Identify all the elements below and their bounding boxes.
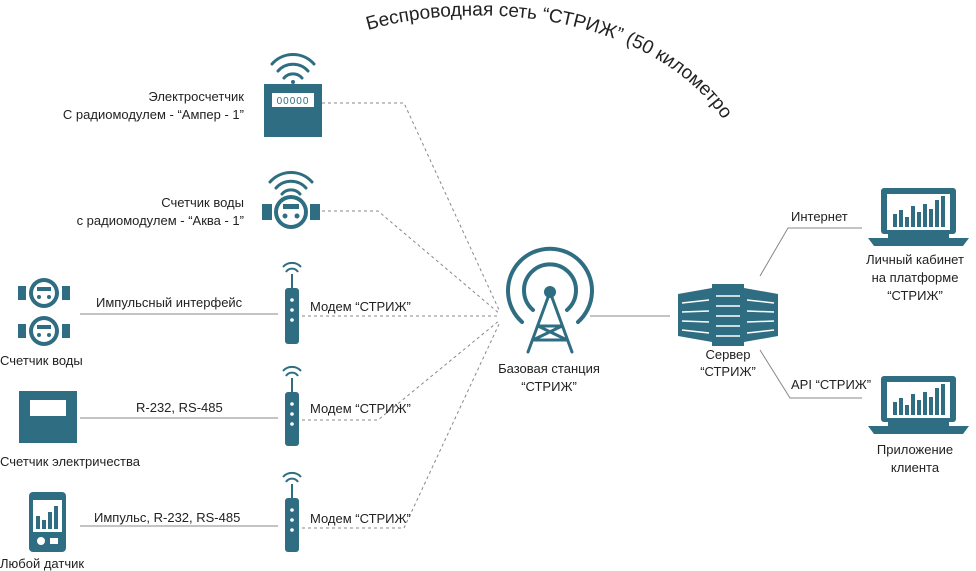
modem-label: Модем “СТРИЖ”: [310, 511, 411, 526]
connections: [80, 102, 862, 529]
meter-icon: [19, 391, 77, 443]
water-meter-icon: [262, 195, 320, 229]
elec-meter-label-2: С радиомодулем - “Ампер - 1”: [63, 107, 244, 122]
laptop-icon: [868, 188, 969, 246]
sensor-icon: [29, 492, 66, 552]
server-label-2: “СТРИЖ”: [700, 364, 756, 379]
modem-label: Модем “СТРИЖ”: [310, 401, 411, 416]
elec-meter-label-1: Электросчетчик: [148, 89, 244, 104]
server: Сервер “СТРИЖ”: [678, 284, 778, 379]
client-laptop: Приложение клиента: [868, 376, 969, 475]
device-elec-meter: 00000 Электросчетчик С радиомодулем - “А…: [63, 53, 322, 137]
server-icon: [678, 284, 778, 346]
wifi-icon: [270, 53, 316, 84]
cabinet-label-1: Личный кабинет: [866, 252, 964, 267]
link-api: [759, 349, 862, 399]
meter-digits: 00000: [277, 96, 310, 107]
modem-label: Модем “СТРИЖ”: [310, 299, 411, 314]
device-water-meter: Счетчик воды с радиомодулем - “Аква - 1”: [77, 171, 320, 229]
modem-icon: [282, 471, 302, 552]
station-label-2: “СТРИЖ”: [521, 379, 577, 394]
link-water-meter: [322, 210, 501, 315]
link-internet: [759, 227, 862, 277]
modem-icon: [282, 261, 302, 344]
rs-device-label: Счетчик электричества: [0, 454, 141, 469]
link-modem-3: [302, 321, 501, 529]
row-any: Импульс, R-232, RS-485 Любой датчик Моде…: [0, 471, 411, 571]
laptop-icon: [868, 376, 969, 434]
cabinet-label-3: “СТРИЖ”: [887, 288, 943, 303]
pulse-device-label: Счетчик воды: [0, 353, 83, 368]
api-label: API “СТРИЖ”: [791, 377, 871, 392]
link-modem-2: [302, 319, 501, 421]
server-label-1: Сервер: [705, 347, 750, 362]
internet-label: Интернет: [791, 209, 848, 224]
water-meter-icon: [18, 278, 70, 308]
client-label-2: клиента: [891, 460, 940, 475]
row-rs: R-232, RS-485 Счетчик электричества Моде…: [0, 365, 411, 469]
any-device-label: Любой датчик: [0, 556, 84, 571]
water-meter-icon: [18, 316, 70, 346]
tower-icon: [506, 246, 594, 354]
modem-icon: [282, 365, 302, 446]
pulse-interface-label: Импульсный интерфейс: [96, 295, 243, 310]
any-interface-label: Импульс, R-232, RS-485: [94, 510, 240, 525]
base-station: Базовая станция “СТРИЖ”: [498, 246, 600, 394]
row-pulse: Импульсный интерфейс Счетчик воды Модем …: [0, 261, 411, 368]
water-meter-label-2: с радиомодулем - “Аква - 1”: [77, 213, 244, 228]
wifi-icon: [268, 171, 314, 196]
cabinet-label-2: на платформе: [872, 270, 959, 285]
diagram-title: Беспроводная сеть “СТРИЖ” (50 километров…: [0, 0, 736, 123]
link-elec-meter: [322, 102, 501, 313]
meter-icon: 00000: [264, 84, 322, 137]
client-label-1: Приложение: [877, 442, 953, 457]
rs-interface-label: R-232, RS-485: [136, 400, 223, 415]
water-meter-label-1: Счетчик воды: [161, 195, 244, 210]
cabinet-laptop: Личный кабинет на платформе “СТРИЖ”: [866, 188, 969, 303]
station-label-1: Базовая станция: [498, 361, 600, 376]
